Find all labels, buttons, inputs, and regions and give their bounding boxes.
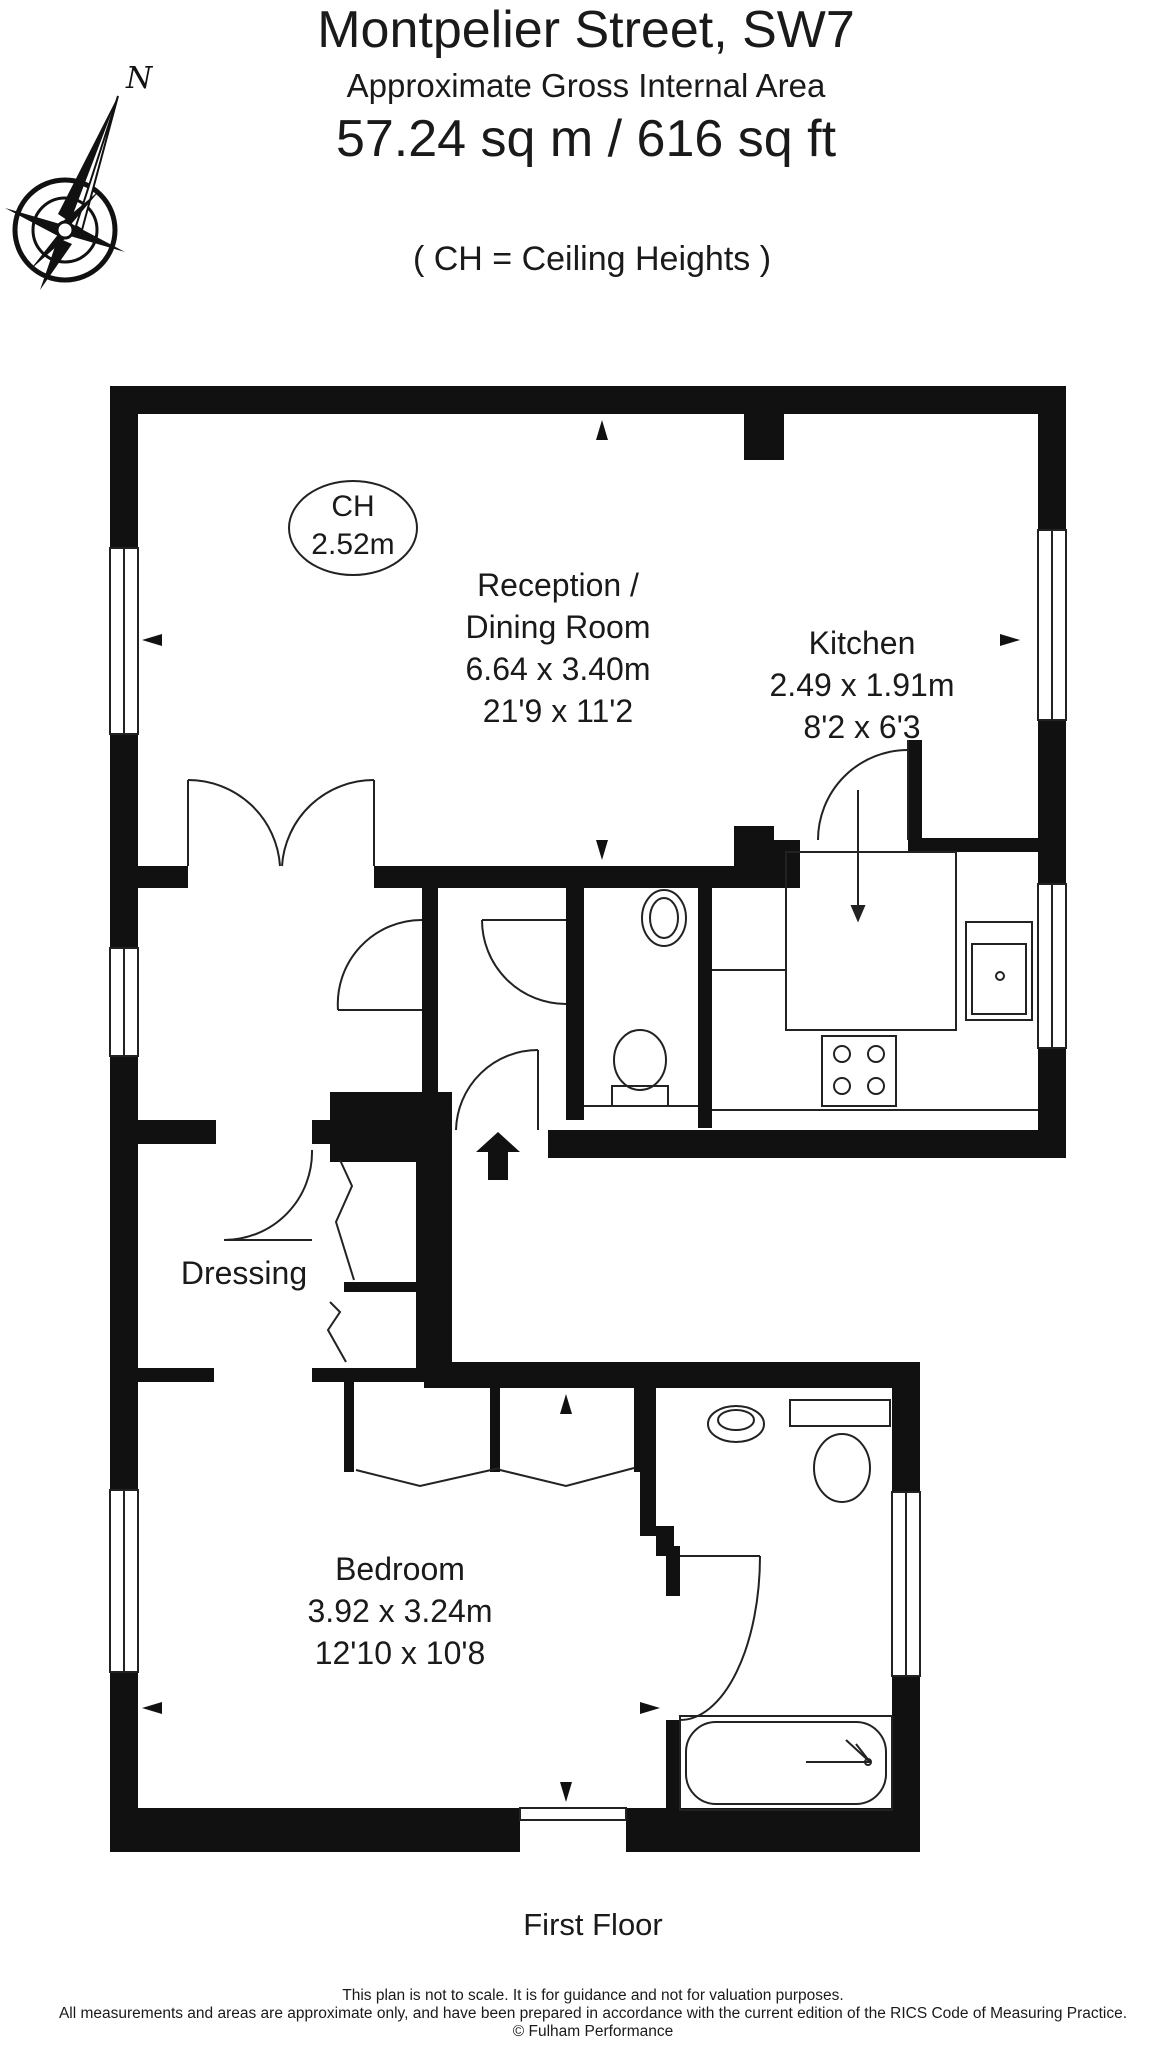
room-reception-name-1: Reception /: [477, 567, 639, 603]
room-reception-name-2: Dining Room: [465, 609, 651, 645]
copyright: © Fulham Performance: [512, 2023, 674, 2040]
room-kitchen-metric: 2.49 x 1.91m: [769, 667, 955, 703]
ceiling-height-badge: CH 2.52m: [288, 480, 418, 576]
floor-label: First Floor: [523, 1907, 663, 1942]
gross-area: 57.24 sq m / 616 sq ft: [335, 110, 837, 168]
entrance-arrow-icon: [476, 1132, 520, 1180]
windows: [109, 529, 1067, 1821]
room-kitchen-imperial: 8'2 x 6'3: [803, 709, 921, 745]
room-dressing-name: Dressing: [180, 1255, 308, 1291]
fixtures: [584, 790, 1038, 1811]
ceiling-height-value: 2.52m: [311, 528, 395, 561]
compass-north-label: N: [125, 61, 154, 96]
room-bedroom-metric: 3.92 x 3.24m: [307, 1593, 493, 1629]
ceiling-height-label: CH: [331, 490, 375, 523]
disclaimer-line-2: All measurements and areas are approxima…: [58, 2005, 1128, 2022]
room-bedroom: Bedroom 3.92 x 3.24m 12'10 x 10'8: [308, 1548, 493, 1674]
room-bedroom-name: Bedroom: [335, 1551, 465, 1587]
compass-rose-icon: N: [5, 61, 154, 290]
plan-subtitle: Approximate Gross Internal Area: [346, 67, 826, 104]
room-kitchen: Kitchen 2.49 x 1.91m 8'2 x 6'3: [770, 622, 955, 748]
room-reception: Reception / Dining Room 6.64 x 3.40m 21'…: [466, 564, 651, 732]
plan-title: Montpelier Street, SW7: [317, 1, 855, 59]
disclaimer-line-1: This plan is not to scale. It is for gui…: [342, 1987, 844, 2004]
room-reception-imperial: 21'9 x 11'2: [482, 693, 634, 729]
walls: [110, 386, 1066, 1852]
room-kitchen-name: Kitchen: [808, 625, 916, 661]
ceiling-height-note: ( CH = Ceiling Heights ): [412, 240, 772, 278]
room-reception-metric: 6.64 x 3.40m: [465, 651, 651, 687]
room-dressing: Dressing: [181, 1252, 307, 1294]
room-bedroom-imperial: 12'10 x 10'8: [314, 1635, 486, 1671]
measurement-markers: [142, 420, 1020, 1802]
